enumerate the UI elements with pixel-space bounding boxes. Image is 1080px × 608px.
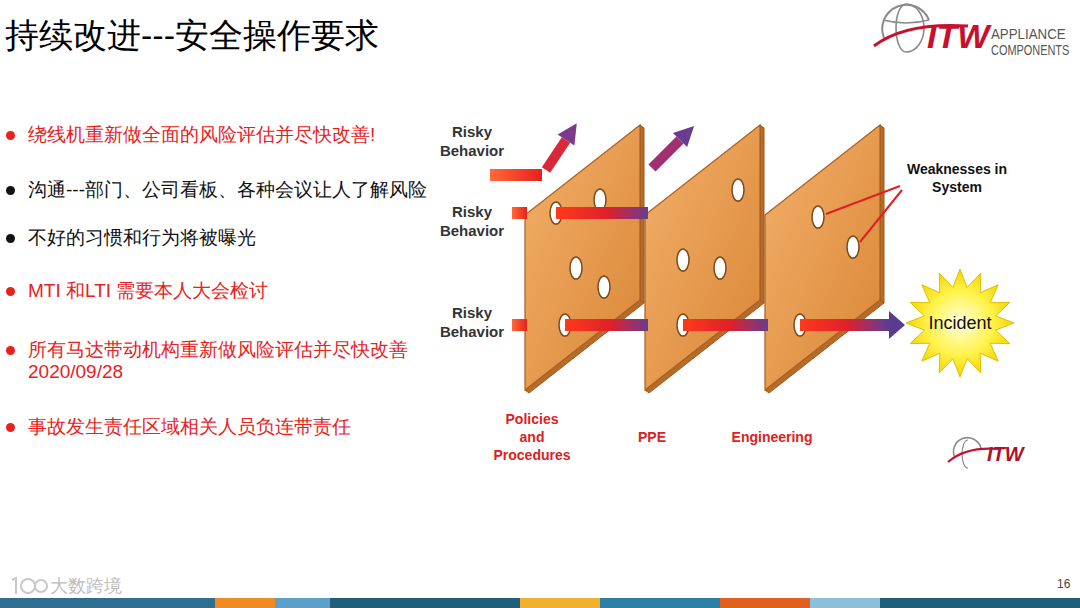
barrier-label: Engineering bbox=[732, 428, 813, 446]
risky-behavior-label: Risky Behavior bbox=[440, 303, 504, 341]
label-holder: 所有马达带动机构重新做风险评估并尽快改善 2020/09/28 bbox=[28, 339, 428, 383]
bullet-text: 绕线机重新做全面的风险评估并尽快改善! bbox=[28, 124, 375, 146]
label-holder: 不好的习惯和行为将被曝光 bbox=[28, 227, 256, 249]
risky-behavior-arrow bbox=[512, 319, 885, 331]
slide-title: 持续改进---安全操作要求 bbox=[5, 14, 379, 56]
logo-wordmark: ITW bbox=[927, 18, 989, 54]
watermark: 大数跨境 bbox=[50, 575, 122, 597]
bullet-text: MTI 和LTI 需要本人大会检讨 bbox=[28, 280, 268, 302]
bullet-dot bbox=[6, 346, 15, 355]
arrow-head bbox=[889, 311, 905, 339]
incident-starburst: Incident bbox=[905, 268, 1015, 378]
label-holder: 大数跨境 bbox=[50, 575, 122, 597]
arrow-stem bbox=[885, 319, 889, 331]
slab-face bbox=[765, 125, 880, 390]
label-holder: Risky Behavior bbox=[440, 122, 504, 160]
barrier-label: Policies and Procedures bbox=[493, 410, 570, 464]
bullet-dot bbox=[6, 131, 15, 140]
bullet-dot bbox=[6, 423, 15, 432]
watermark-icon bbox=[12, 578, 47, 594]
slab-shape bbox=[755, 115, 885, 415]
label-holder: 沟通---部门、公司看板、各种会议让人了解风险 bbox=[28, 179, 427, 201]
bullet-dot bbox=[6, 186, 15, 195]
logo-wordmark: ITW bbox=[987, 443, 1024, 465]
cheese-hole bbox=[550, 179, 859, 336]
slab-face bbox=[645, 125, 760, 390]
risky-behavior-label: Risky Behavior bbox=[440, 202, 504, 240]
risky-behavior-label: Risky Behavior bbox=[440, 122, 504, 160]
label-holder: 事故发生责任区域相关人员负连带责任 bbox=[28, 416, 351, 438]
barrier-slab: Policies and Procedures bbox=[515, 115, 645, 465]
barrier-slab: Engineering bbox=[755, 115, 885, 465]
risky-behavior-arrow bbox=[512, 126, 694, 219]
footer-color-bar bbox=[0, 598, 1080, 608]
logo-subtitle: APPLIANCE bbox=[991, 26, 1066, 42]
starburst-outline bbox=[906, 269, 1014, 377]
incident-label: Incident bbox=[928, 313, 991, 334]
barrier-label: PPE bbox=[638, 428, 666, 446]
title-holder: 持续改进---安全操作要求 bbox=[5, 14, 379, 56]
bullet-dot bbox=[6, 287, 15, 296]
logo-subtitle: COMPONENTS bbox=[991, 42, 1069, 58]
label-holder: APPLIANCE bbox=[991, 26, 1070, 42]
label-holder: MTI 和LTI 需要本人大会检讨 bbox=[28, 280, 268, 302]
bullet-text: 沟通---部门、公司看板、各种会议让人了解风险 bbox=[28, 179, 427, 201]
bullet-text: 所有马达带动机构重新做风险评估并尽快改善 2020/09/28 bbox=[28, 339, 428, 383]
label-holder: 绕线机重新做全面的风险评估并尽快改善! bbox=[28, 124, 375, 146]
weakness-callout: Weaknesses in System bbox=[901, 160, 1013, 196]
slab-face bbox=[525, 125, 640, 390]
label-holder: Risky Behavior bbox=[440, 202, 504, 240]
incident-arrow bbox=[885, 311, 905, 339]
page-number: 16 bbox=[1057, 577, 1070, 591]
label-holder: ITW bbox=[927, 18, 989, 54]
bullet-text: 不好的习惯和行为将被曝光 bbox=[28, 227, 256, 249]
barrier-slab: PPE bbox=[635, 115, 765, 465]
slab-shape bbox=[515, 115, 645, 415]
label-holder: COMPONENTS bbox=[991, 42, 1080, 58]
label-holder: ITW bbox=[987, 443, 1024, 465]
label-holder: Weaknesses in System bbox=[901, 160, 1013, 196]
label-holder: Risky Behavior bbox=[440, 303, 504, 341]
leader-line bbox=[826, 186, 902, 242]
slab-shape bbox=[635, 115, 765, 415]
label-holder: 16 bbox=[1057, 577, 1070, 591]
bullet-text: 事故发生责任区域相关人员负连带责任 bbox=[28, 416, 351, 438]
bullet-dot bbox=[6, 234, 15, 243]
